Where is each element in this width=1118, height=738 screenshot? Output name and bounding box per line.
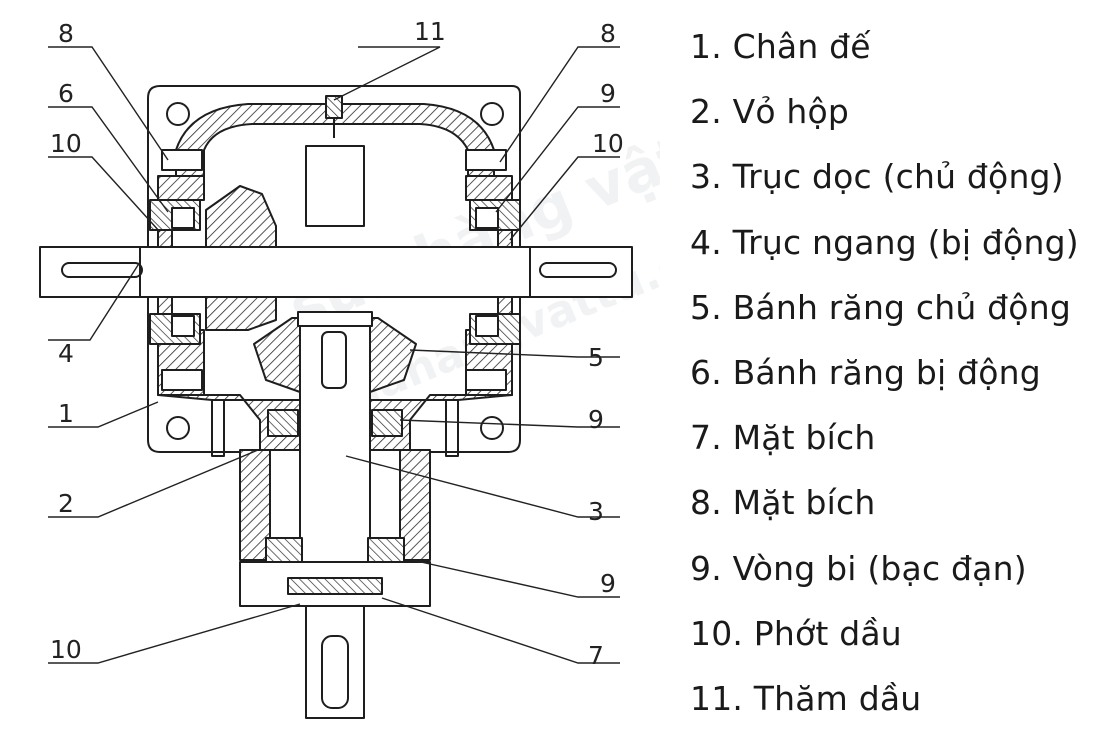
callout-left-10b: 10: [50, 635, 82, 664]
horizontal-shaft: [39, 246, 633, 298]
right-bearing: [465, 149, 521, 391]
upper-bearing-left: [267, 409, 299, 437]
callout-right-7: 7: [588, 641, 604, 670]
lower-bearing-left: [265, 537, 303, 565]
callout-right-9b: 9: [588, 405, 604, 434]
bolt-hole-tl: [166, 102, 190, 126]
legend-item-10: 10. Phớt dầu: [690, 613, 902, 653]
lower-bearing-right: [367, 537, 405, 565]
drive-gear-hub: [297, 311, 373, 327]
housing-bolt-left: [211, 399, 225, 457]
callout-numbers: 8 6 10 4 1 2 10 11 8 9 10 5 9 3 9 7: [50, 17, 624, 670]
callout-top-11: 11: [414, 17, 446, 46]
driven-gear: [205, 185, 277, 248]
left-bearing: [149, 149, 203, 391]
top-boss: [305, 145, 365, 227]
callout-right-9: 9: [600, 79, 616, 108]
vertical-shaft-key: [321, 331, 347, 389]
legend-item-1: 1. Chân đế: [690, 27, 871, 66]
callout-right-10: 10: [592, 129, 624, 158]
driven-gear-lower: [205, 296, 277, 331]
bolt-hole-br: [480, 416, 504, 440]
callout-left-6: 6: [58, 79, 74, 108]
legend-item-3: 3. Trục dọc (chủ động): [690, 157, 1064, 197]
output-shaft: [305, 605, 365, 719]
callout-left-1: 1: [58, 399, 74, 428]
callout-right-8: 8: [600, 19, 616, 48]
housing-bolt-right: [445, 399, 459, 457]
legend-item-4: 4. Trục ngang (bị động): [690, 222, 1079, 262]
legend-item-8: 8. Mặt bích: [690, 483, 876, 523]
legend-item-7: 7. Mặt bích: [690, 418, 876, 458]
drive-gear: [253, 317, 301, 393]
upper-bearing-right: [371, 409, 403, 437]
callout-left-2: 2: [58, 489, 74, 518]
shaft-key-left: [61, 262, 143, 278]
callout-left-4: 4: [58, 339, 74, 368]
callout-right-5: 5: [588, 343, 604, 372]
gearbox-section-drawing: sửa hàng vật tư suahangvattu.com: [39, 17, 660, 719]
callout-right-3: 3: [588, 497, 604, 526]
callout-right-9c: 9: [600, 569, 616, 598]
legend-item-2: 2. Vỏ hộp: [690, 92, 850, 132]
bolt-hole-tr: [480, 102, 504, 126]
legend-item-5: 5. Bánh răng chủ động: [690, 287, 1071, 327]
legend-item-11: 11. Thăm dầu: [690, 678, 922, 718]
output-shaft-key: [321, 635, 349, 709]
leader-lines: [48, 46, 620, 664]
callout-left-10: 10: [50, 129, 82, 158]
shaft-key-right: [539, 262, 617, 278]
bolt-hole-bl: [166, 416, 190, 440]
legend-item-9: 9. Vòng bi (bạc đạn): [690, 548, 1027, 588]
legend-item-6: 6. Bánh răng bị động: [690, 352, 1041, 392]
parts-legend: 1. Chân đế 2. Vỏ hộp 3. Trục dọc (chủ độ…: [690, 14, 1110, 731]
callout-left-8: 8: [58, 19, 74, 48]
base-plate: [147, 85, 521, 453]
